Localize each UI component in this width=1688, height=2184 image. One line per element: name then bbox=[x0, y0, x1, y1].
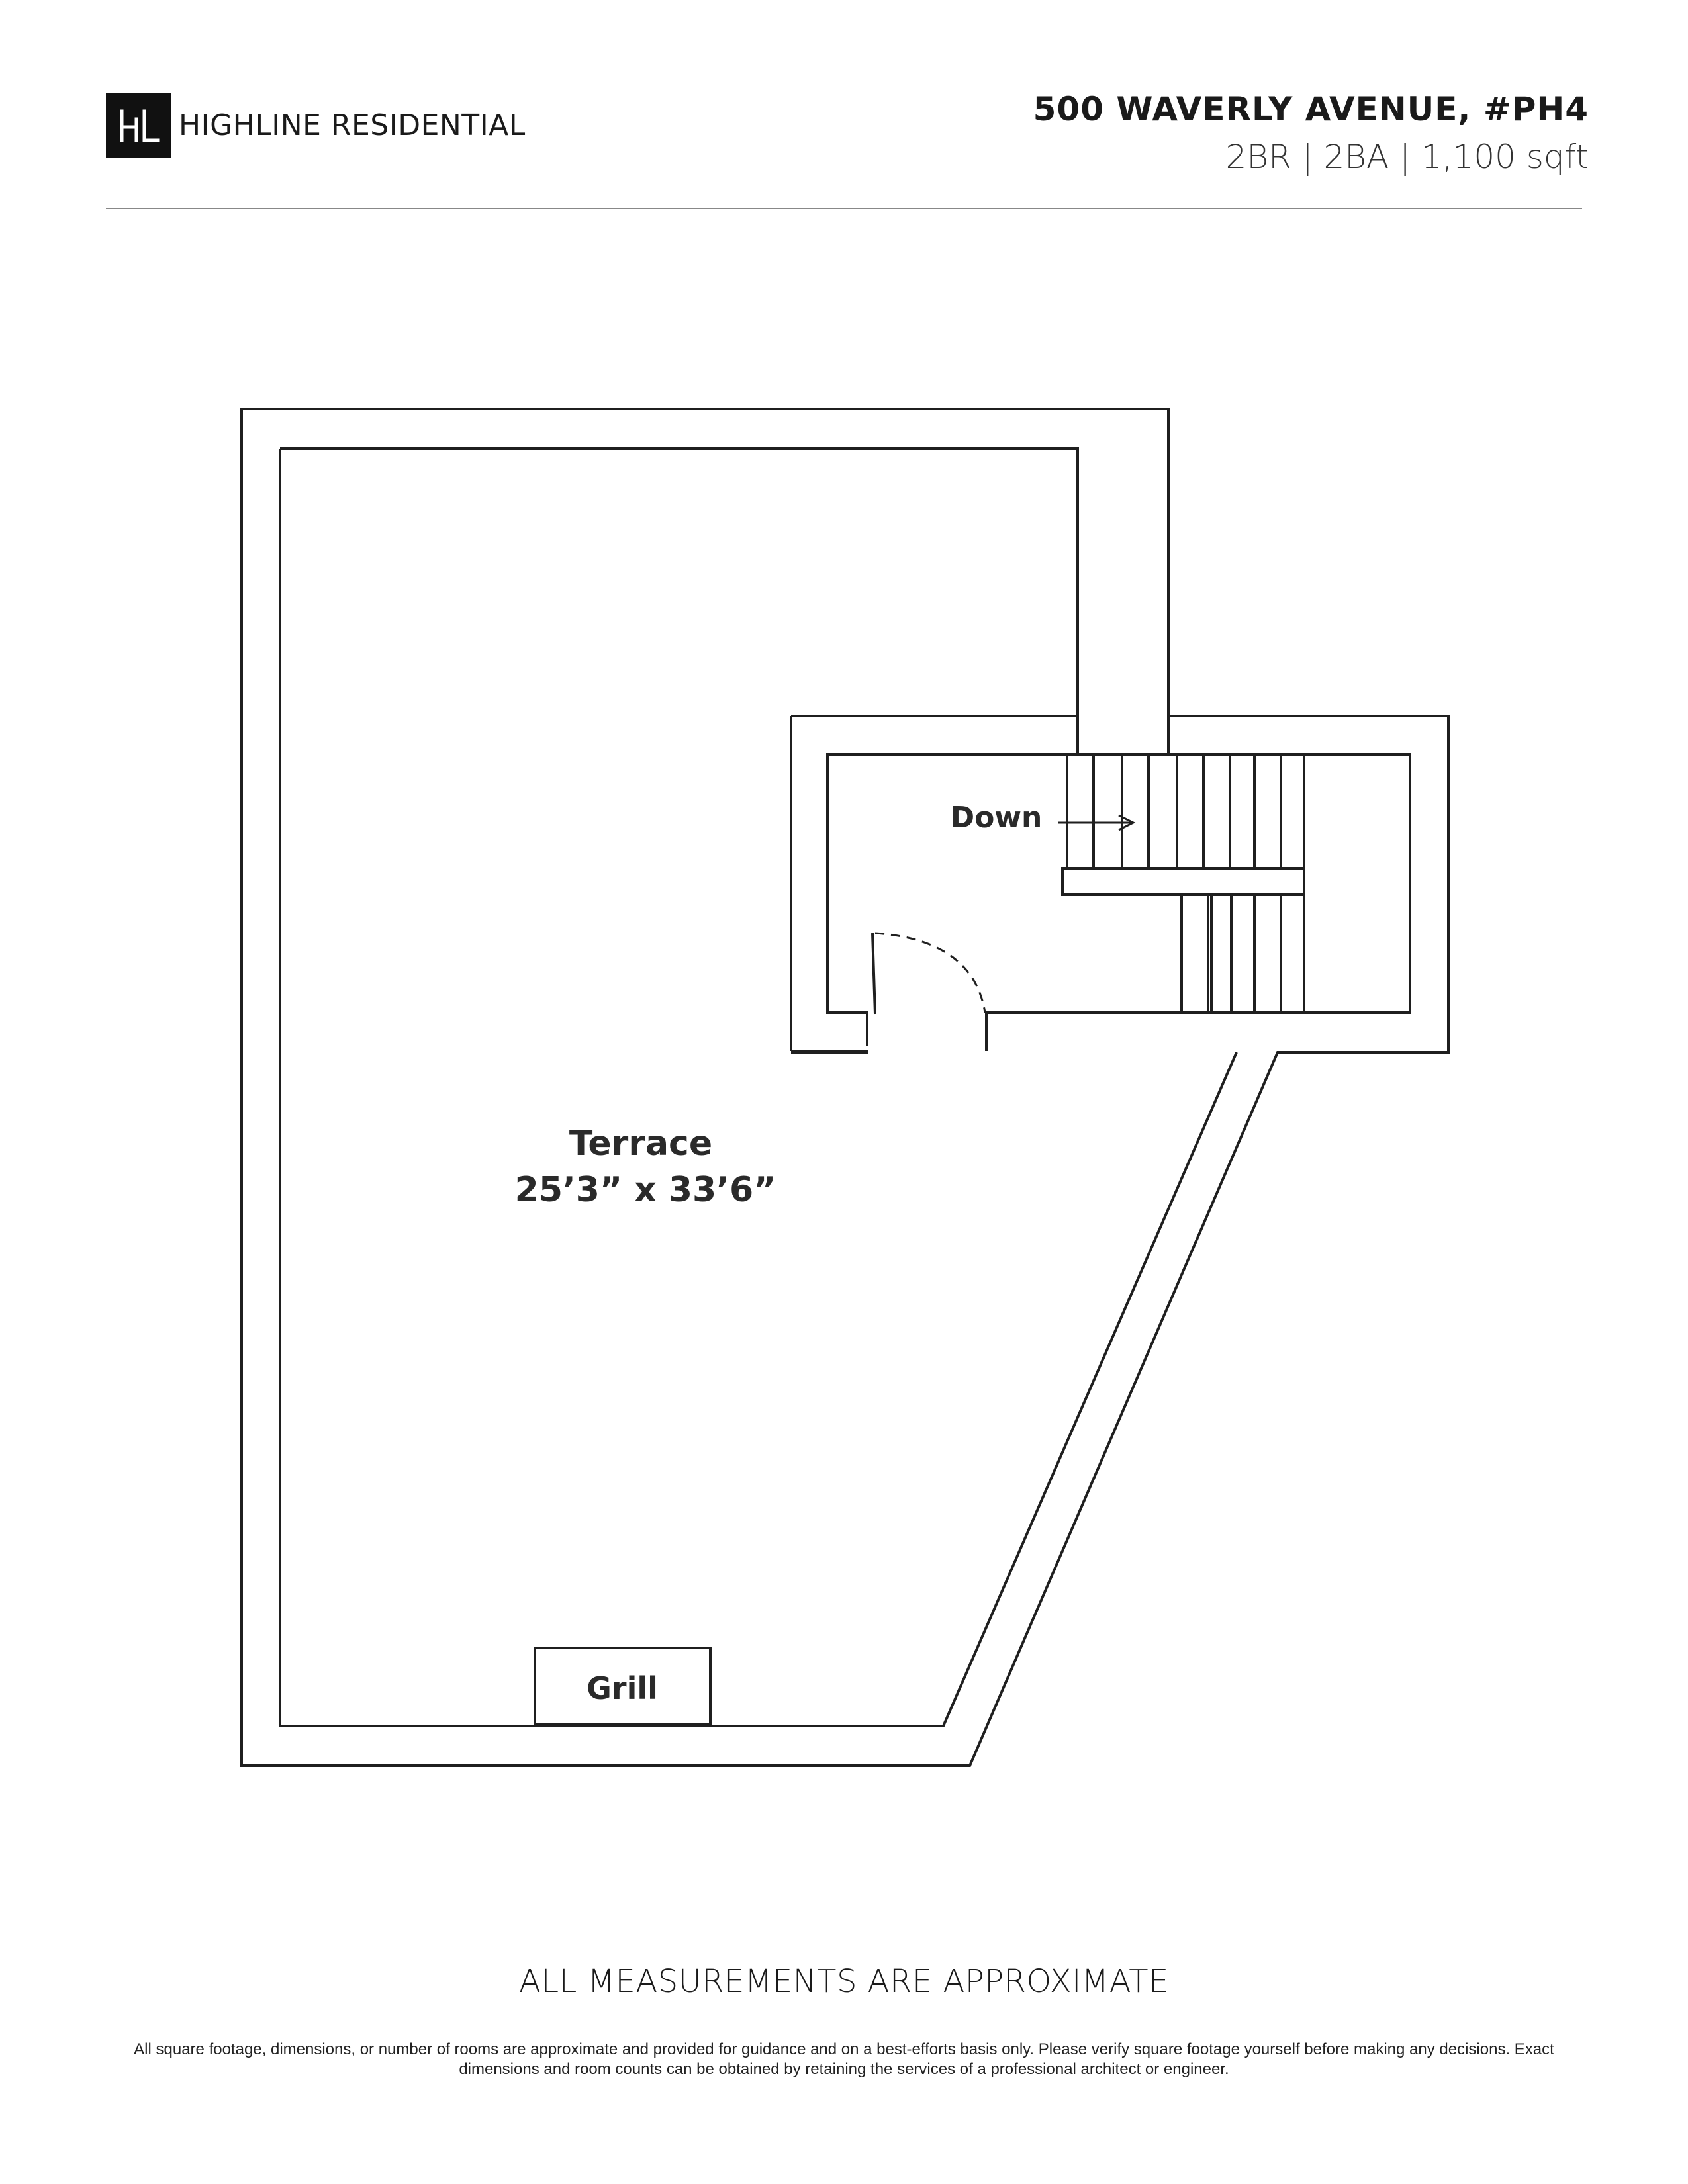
header-divider bbox=[106, 208, 1582, 209]
stair-enclosure-inner-wall bbox=[826, 716, 1411, 1046]
stair-stringer bbox=[1180, 893, 1209, 1014]
terrace-inner-wall bbox=[279, 447, 1238, 1727]
stair-label: Down bbox=[951, 801, 1043, 835]
stair-treads-lower bbox=[1210, 895, 1305, 1013]
stair-treads-upper bbox=[1066, 754, 1305, 868]
listing-address: 500 WAVERLY AVENUE, #PH4 bbox=[1033, 90, 1589, 128]
stair-enclosure-bottom-wall bbox=[790, 715, 1078, 1051]
room-name: Terrace bbox=[569, 1124, 712, 1163]
stair-landing bbox=[1061, 867, 1305, 896]
disclaimer-text: All square footage, dimensions, or numbe… bbox=[134, 2040, 1554, 2078]
hl-monogram-icon bbox=[106, 93, 171, 158]
down-arrow-icon bbox=[1058, 814, 1136, 831]
disclaimer-title: ALL MEASUREMENTS ARE APPROXIMATE bbox=[519, 1963, 1169, 2000]
listing-specs: 2BR | 2BA | 1,100 sqft bbox=[1225, 138, 1589, 176]
brand-name: HIGHLINE RESIDENTIAL bbox=[179, 109, 526, 142]
grill-label: Grill bbox=[586, 1670, 658, 1706]
door-swing bbox=[871, 932, 986, 1015]
room-dimensions: 25’3” x 33’6” bbox=[515, 1170, 776, 1210]
page-header: HIGHLINE RESIDENTIAL 500 WAVERLY AVENUE,… bbox=[0, 0, 1688, 212]
grill-box bbox=[534, 1647, 712, 1725]
terrace-outer-wall bbox=[240, 408, 1450, 1767]
